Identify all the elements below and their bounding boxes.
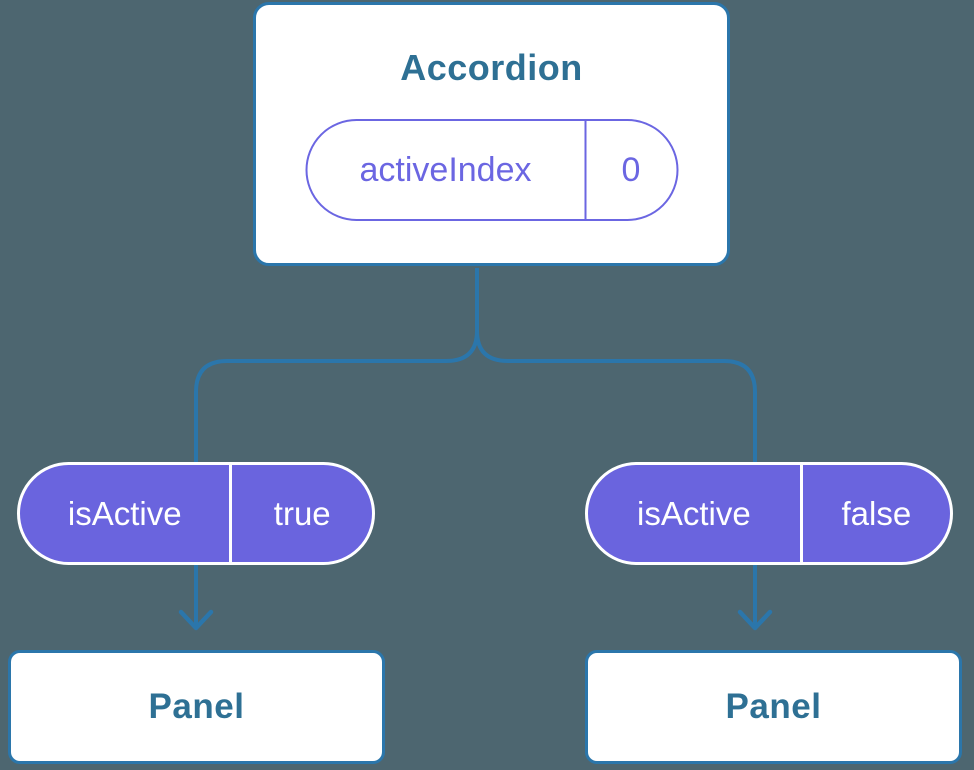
panel-card-title: Panel	[148, 687, 245, 726]
active-index-prop-pill: activeIndex 0	[305, 119, 678, 221]
panel-card-title: Panel	[725, 687, 822, 726]
is-active-pill-right: isActive false	[585, 462, 953, 565]
arrow-down-icon	[737, 609, 773, 631]
arrow-down-icon	[178, 609, 214, 631]
prop-name-label: isActive	[20, 465, 233, 562]
prop-value-label: true	[273, 494, 331, 532]
panel-card-left: Panel	[8, 650, 385, 764]
branch-right-line	[475, 330, 757, 626]
branch-left-line	[194, 330, 479, 626]
prop-value-label: false	[841, 494, 912, 532]
accordion-card-title: Accordion	[400, 47, 583, 88]
is-active-pill-left: isActive true	[17, 462, 375, 565]
prop-name-label: activeIndex	[307, 121, 586, 219]
prop-value-label: 0	[621, 150, 641, 189]
prop-name-label: isActive	[588, 465, 803, 562]
accordion-card: Accordion activeIndex 0	[253, 2, 730, 266]
panel-card-right: Panel	[585, 650, 962, 764]
